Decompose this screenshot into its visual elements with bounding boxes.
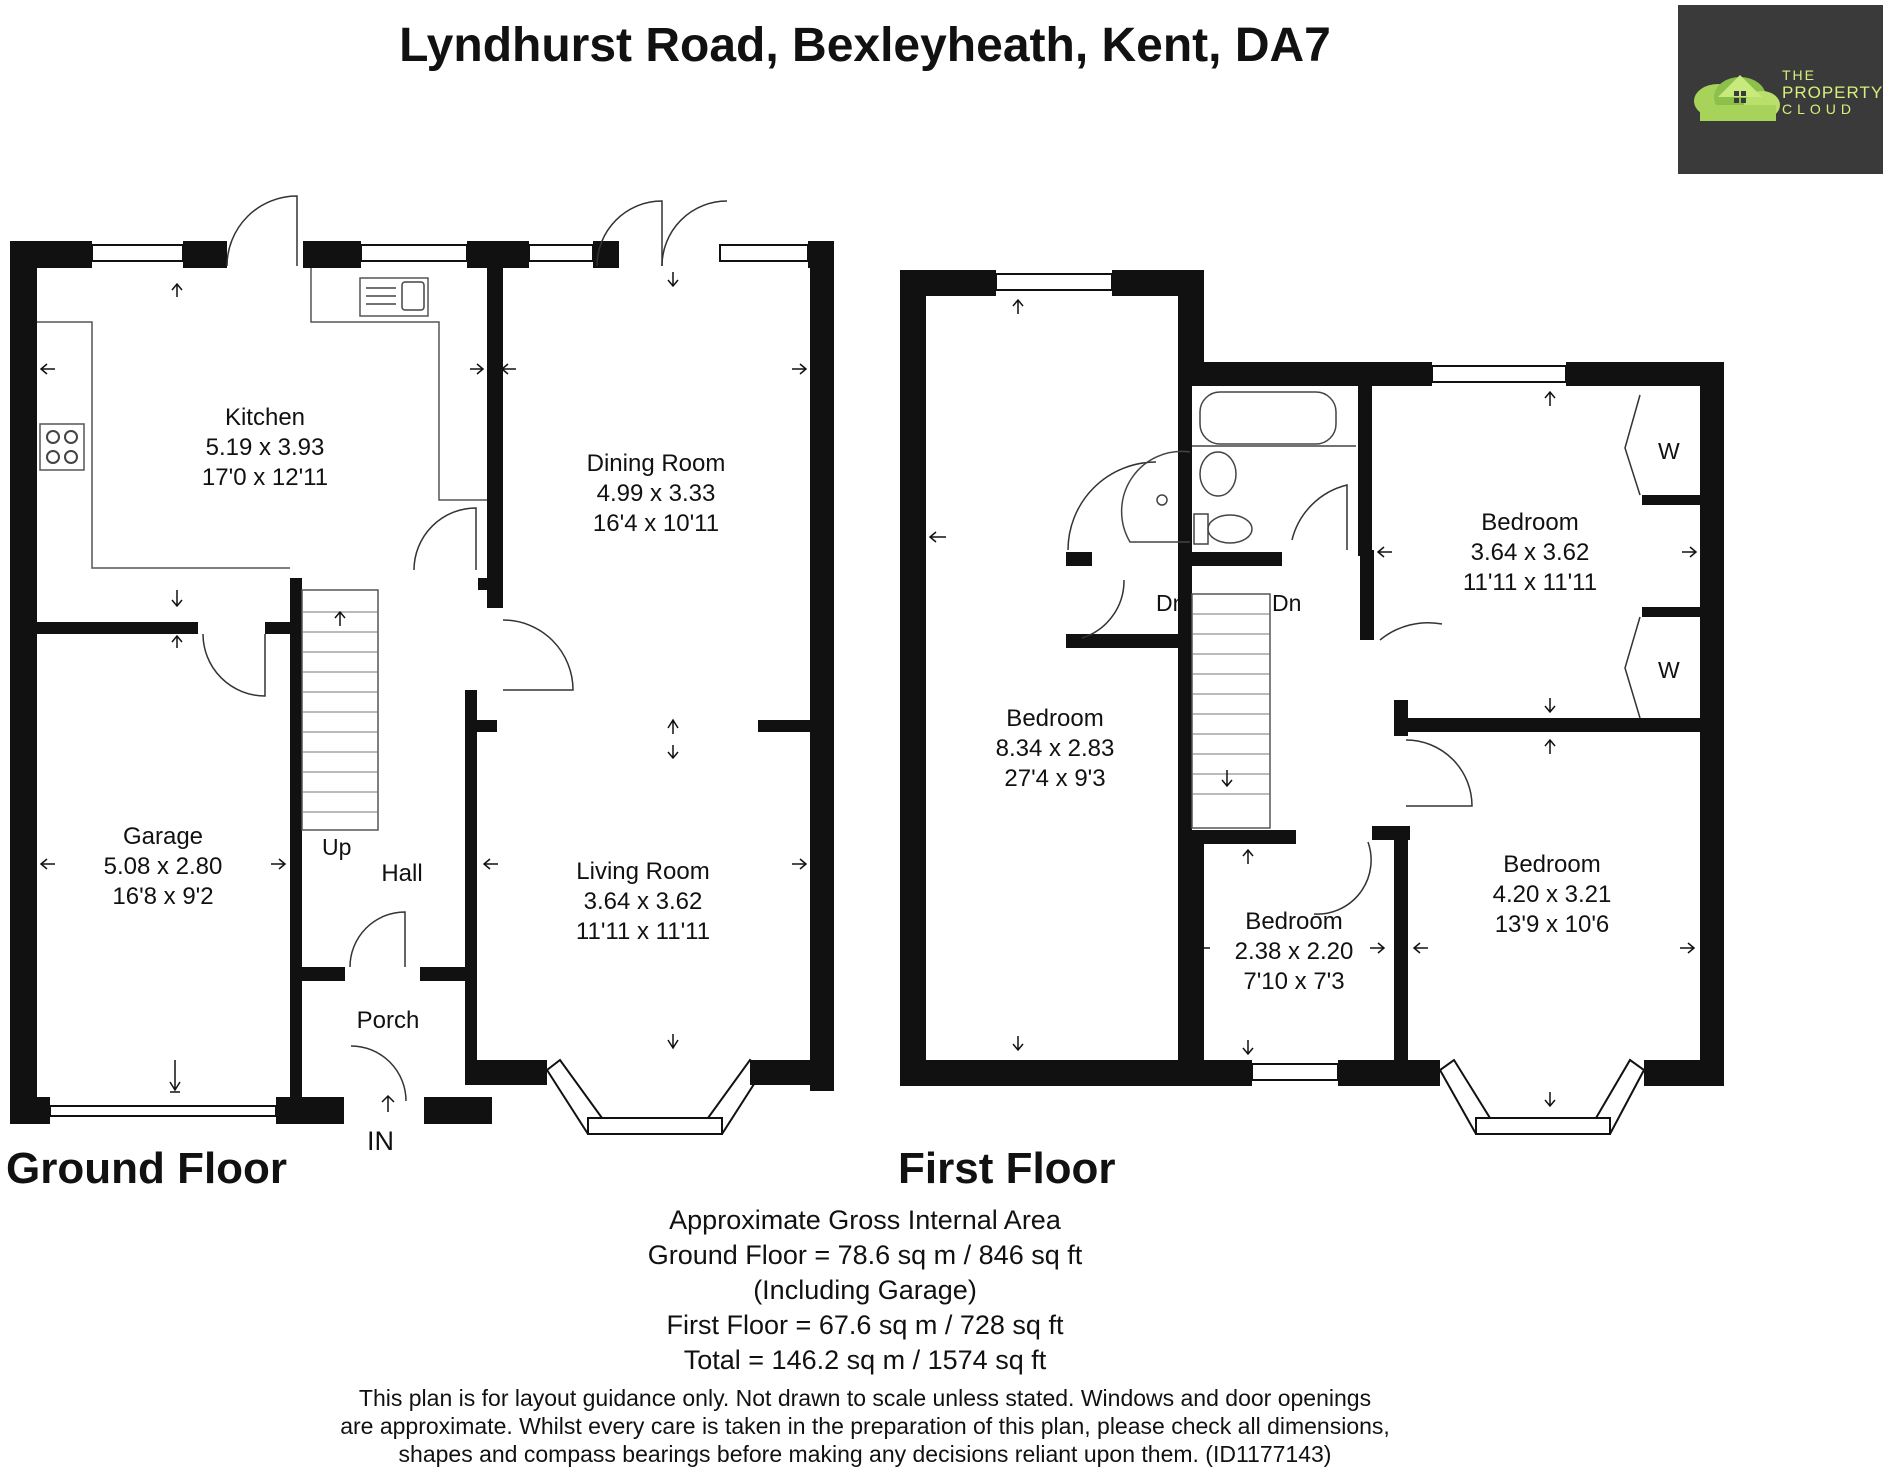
room-kitchen: Kitchen 5.19 x 3.93 17'0 x 12'11 [202,403,328,493]
toilet-cistern [1193,513,1209,545]
room-porch: Porch [357,1006,420,1036]
disclaimer-line-2: are approximate. Whilst every care is ta… [340,1413,1390,1439]
room-name: Garage [122,823,204,850]
area-ground-note: (Including Garage) [753,1275,977,1305]
room-living: Living Room 3.64 x 3.62 11'11 x 11'11 [576,857,710,947]
toilet-icon [1207,514,1253,544]
room-metric: 3.64 x 3.62 [583,888,703,915]
room-name: Living Room [576,858,710,885]
room-bedroom-small: Bedroom 2.38 x 2.20 7'10 x 7'3 [1235,907,1354,997]
room-bedroom-large: Bedroom 8.34 x 2.83 27'4 x 9'3 [996,704,1115,794]
room-metric: 3.64 x 3.62 [1470,539,1590,566]
room-imperial: 11'11 x 11'11 [1462,569,1598,596]
room-imperial: 7'10 x 7'3 [1243,968,1345,995]
area-first: First Floor = 67.6 sq m / 728 sq ft [666,1310,1064,1340]
shower-door [1120,450,1191,543]
shower-head-icon [1156,494,1168,506]
door-swings [202,195,1641,1102]
logo-text: THE PROPERTY CLOUD [1782,67,1883,118]
stairs-down-label-2: Dn [1272,590,1302,616]
room-metric: 4.99 x 3.33 [596,480,716,507]
room-metric: 4.20 x 3.21 [1492,881,1612,908]
logo-line-2: PROPERTY [1782,83,1884,102]
cloud-house-icon [1694,75,1780,121]
first-floor-label: First Floor [898,1144,1116,1193]
disclaimer: This plan is for layout guidance only. N… [0,1384,1730,1468]
dimension-arrows [39,272,1698,1112]
basin-icon [1199,451,1237,497]
room-dining: Dining Room 4.99 x 3.33 16'4 x 10'11 [587,449,726,539]
room-imperial: 11'11 x 11'11 [575,918,711,945]
room-bedroom-rear: Bedroom 3.64 x 3.62 11'11 x 11'11 [1463,508,1597,598]
area-ground: Ground Floor = 78.6 sq m / 846 sq ft [647,1240,1083,1270]
room-bedroom-front: Bedroom 4.20 x 3.21 13'9 x 10'6 [1493,850,1612,940]
walls [10,241,1724,1124]
wardrobe-label-1: W [1658,438,1680,464]
room-name: Hall [381,860,423,887]
room-metric: 5.19 x 3.93 [205,434,325,461]
room-imperial: 13'9 x 10'6 [1494,911,1610,938]
plan-title: Lyndhurst Road, Bexleyheath, Kent, DA7 [399,19,1331,72]
disclaimer-line-3: shapes and compass bearings before makin… [398,1441,1332,1467]
stairs [301,589,1271,831]
stair-treads [302,611,1270,813]
room-imperial: 16'4 x 10'11 [592,510,720,537]
room-metric: 8.34 x 2.83 [995,735,1115,762]
bath-icon [1199,391,1337,445]
windows [49,244,1611,1135]
logo-line-3: CLOUD [1782,101,1857,117]
room-name: Bedroom [1245,908,1343,935]
room-name: Kitchen [224,404,306,431]
company-logo: THE PROPERTY CLOUD [1678,5,1883,174]
logo-line-1: THE [1782,67,1816,83]
room-hall: Hall [381,859,422,889]
disclaimer-line-1: This plan is for layout guidance only. N… [358,1385,1372,1411]
area-heading: Approximate Gross Internal Area [669,1205,1061,1235]
area-summary: Approximate Gross Internal Area Ground F… [0,1203,1730,1378]
room-imperial: 17'0 x 12'11 [201,464,329,491]
hob-icon [46,430,78,464]
entrance-label: IN [367,1126,394,1156]
wardrobe-label-2: W [1658,657,1680,683]
room-name: Porch [356,1007,420,1034]
room-name: Bedroom [1503,851,1601,878]
ground-floor-label: Ground Floor [6,1144,288,1193]
room-name: Bedroom [1006,705,1104,732]
stairs-up-label: Up [322,834,352,860]
room-name: Bedroom [1481,509,1579,536]
bathroom-fittings [1120,391,1356,545]
room-metric: 2.38 x 2.20 [1234,938,1354,965]
room-imperial: 27'4 x 9'3 [1004,765,1106,792]
sink-icon [366,281,425,311]
stairs-down-label-1: Dn [1156,590,1186,616]
room-garage: Garage 5.08 x 2.80 16'8 x 9'2 [104,822,223,912]
room-metric: 5.08 x 2.80 [103,853,223,880]
room-imperial: 16'8 x 9'2 [112,883,214,910]
room-name: Dining Room [586,450,726,477]
bay-windows [545,1058,1646,1135]
kitchen-units [37,268,487,569]
area-total: Total = 146.2 sq m / 1574 sq ft [683,1345,1047,1375]
